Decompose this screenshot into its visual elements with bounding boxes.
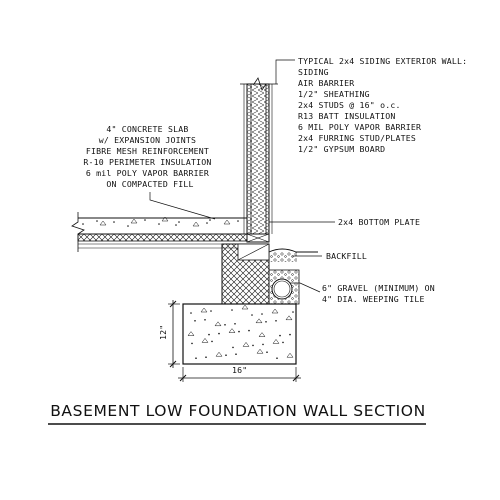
slab-note-line: ON COMPACTED FILL xyxy=(106,179,193,189)
slab-notes: 4" CONCRETE SLAB w/ EXPANSION JOINTS FIB… xyxy=(83,124,216,189)
slab-note-line: R-10 PERIMETER INSULATION xyxy=(83,157,211,167)
foundation-wall xyxy=(221,243,270,305)
leader-lines xyxy=(149,59,335,293)
footing-depth-label: 12" xyxy=(158,325,168,340)
footing-width-dimension: 16" xyxy=(178,365,301,382)
wall-note-line: AIR BARRIER xyxy=(298,78,354,88)
concrete-slab xyxy=(71,212,248,252)
slab-note-line: 6 mil POLY VAPOR BARRIER xyxy=(86,168,209,178)
wall-note-line: 1/2" GYPSUM BOARD xyxy=(298,144,385,154)
wall-note-line: 1/2" SHEATHING xyxy=(298,89,370,99)
gravel-note-line: 4" DIA. WEEPING TILE xyxy=(322,294,425,304)
backfill-label: BACKFILL xyxy=(326,251,367,261)
gravel-notes: 6" GRAVEL (MINIMUM) ON 4" DIA. WEEPING T… xyxy=(322,283,440,304)
bottom-plate-label: 2x4 BOTTOM PLATE xyxy=(338,217,420,227)
wall-note-line: R13 BATT INSULATION xyxy=(298,111,395,121)
wall-notes: TYPICAL 2x4 SIDING EXTERIOR WALL: SIDING… xyxy=(298,56,472,154)
exterior-wall xyxy=(240,77,278,235)
footing-depth-dimension: 12" xyxy=(158,300,180,368)
backfill xyxy=(268,248,318,262)
slab-note-line: w/ EXPANSION JOINTS xyxy=(99,135,196,145)
wall-note-line: TYPICAL 2x4 SIDING EXTERIOR WALL: xyxy=(298,56,467,66)
wall-note-line: SIDING xyxy=(298,67,329,77)
wall-note-line: 6 MIL POLY VAPOR BARRIER xyxy=(298,122,421,132)
wall-note-line: 2x4 FURRING STUD/PLATES xyxy=(298,133,416,143)
drawing-title: BASEMENT LOW FOUNDATION WALL SECTION xyxy=(50,402,426,420)
concrete-footing xyxy=(182,303,297,365)
bottom-plate xyxy=(246,233,270,243)
wall-note-line: 2x4 STUDS @ 16" o.c. xyxy=(298,100,401,110)
footing-aggregate-marks xyxy=(187,304,294,360)
slab-note-line: FIBRE MESH REINFORCEMENT xyxy=(86,146,209,156)
footing-width-label: 16" xyxy=(232,365,247,375)
gravel-note-line: 6" GRAVEL (MINIMUM) ON xyxy=(322,283,435,293)
slab-aggregate-marks xyxy=(82,216,239,227)
slab-note-line: 4" CONCRETE SLAB xyxy=(106,124,188,134)
weeping-tile-gravel xyxy=(268,269,300,305)
